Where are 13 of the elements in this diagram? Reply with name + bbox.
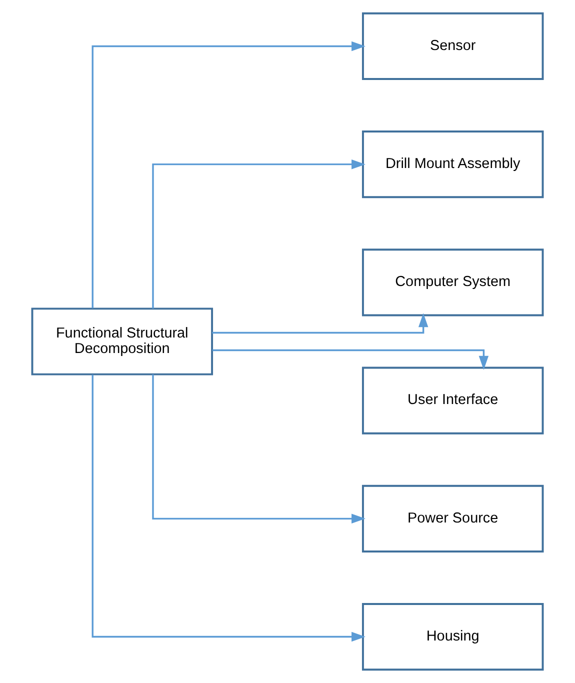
arrow xyxy=(92,41,366,308)
arrow xyxy=(212,349,489,370)
arrow xyxy=(152,159,366,309)
node-box: Housing xyxy=(362,602,544,671)
arrow xyxy=(92,374,366,642)
arrow xyxy=(152,374,366,524)
node-box: User Interface xyxy=(362,366,544,434)
node-box: Drill Mount Assembly xyxy=(362,130,544,198)
arrow xyxy=(212,313,428,334)
node-box: Sensor xyxy=(362,12,544,80)
node-box: Power Source xyxy=(362,484,544,552)
node-box: Functional Structural Decomposition xyxy=(31,308,214,376)
node-box: Computer System xyxy=(362,248,544,316)
